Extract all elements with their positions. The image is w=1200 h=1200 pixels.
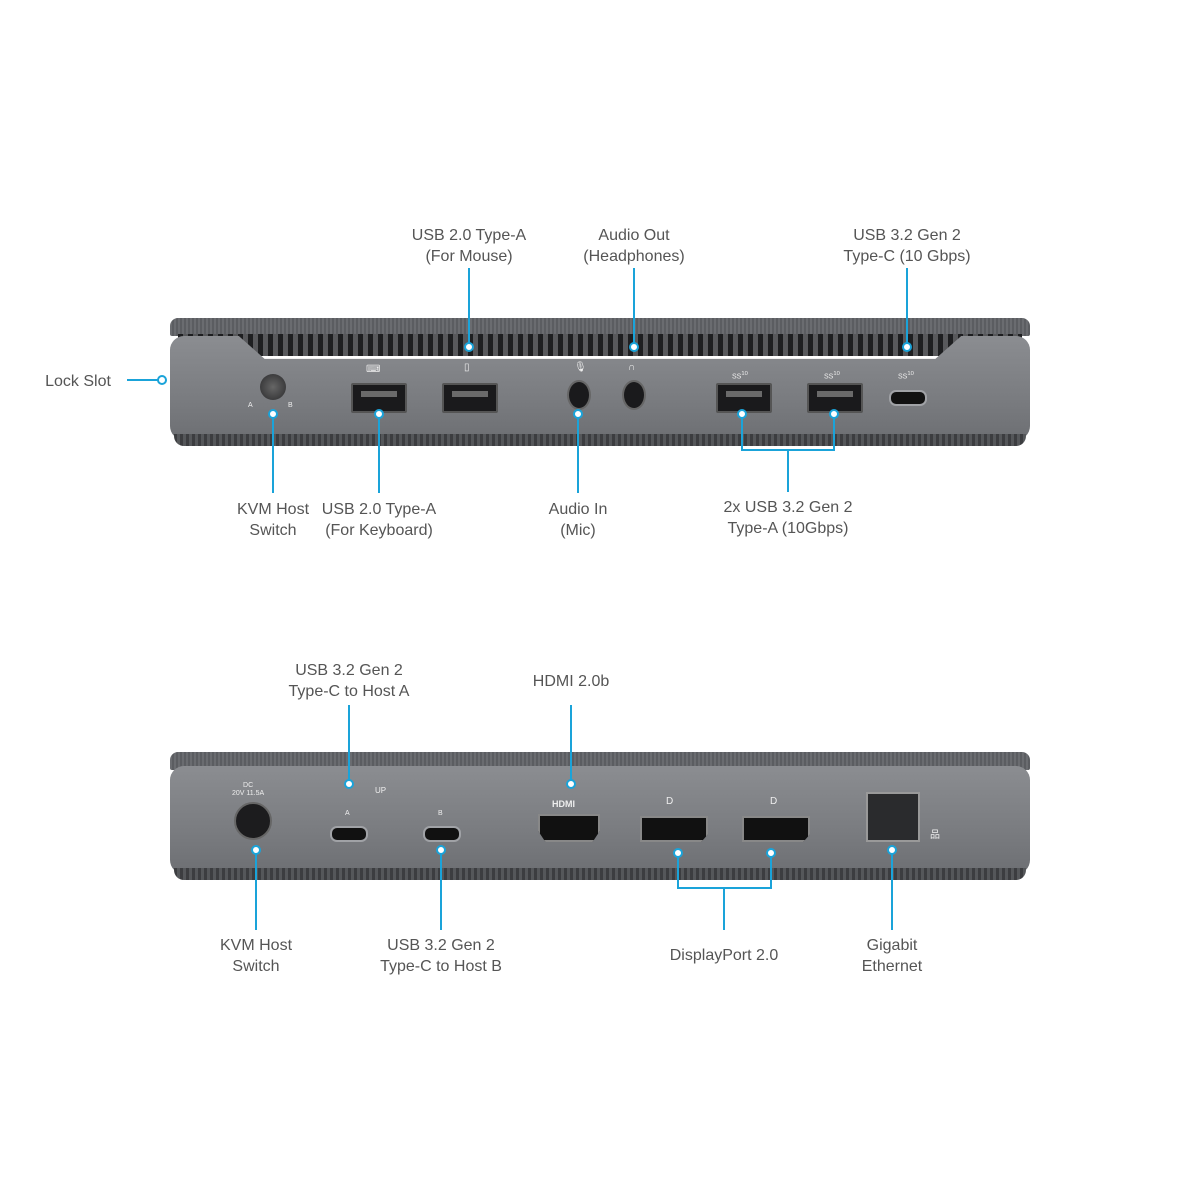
host-b-mark: B xyxy=(438,810,443,817)
label-displayport: DisplayPort 2.0 xyxy=(669,947,779,964)
audio-out-jack xyxy=(622,380,646,410)
dc-power-jack xyxy=(234,802,272,840)
host-a-mark: A xyxy=(248,402,253,409)
usb2-keyboard-port xyxy=(351,383,407,413)
host-b-mark: B xyxy=(288,402,293,409)
label-audio-in: Audio In(Mic) xyxy=(548,501,608,539)
host-a-mark: A xyxy=(345,810,350,817)
kvm-switch-button xyxy=(260,374,286,400)
base-feet xyxy=(174,868,1026,880)
label-hdmi: HDMI 2.0b xyxy=(532,673,610,690)
label-audio-out: Audio Out(Headphones) xyxy=(583,227,685,265)
mouse-icon: ▯ xyxy=(464,362,470,373)
label-lock-slot: Lock Slot xyxy=(45,373,111,390)
keyboard-icon: ⌨ xyxy=(366,364,381,375)
label-usb2-keyboard: USB 2.0 Type-A(For Keyboard) xyxy=(321,501,437,539)
displayport-icon: D xyxy=(770,796,778,807)
usb-c-10g-port xyxy=(889,390,927,406)
label-usb2-mouse: USB 2.0 Type-A(For Mouse) xyxy=(411,227,527,265)
dock-front-view: A B ⌨ ▯ 🎙︎ ∩ SS10 SS10 SS10 xyxy=(170,318,1030,446)
ss10-mark: SS10 xyxy=(898,371,914,381)
displayport-icon: D xyxy=(666,796,674,807)
vent-grille xyxy=(178,334,1022,356)
usb-c-host-b-port xyxy=(423,826,461,842)
ss10-mark: SS10 xyxy=(732,371,748,381)
hdmi-logo: HDMI xyxy=(552,799,575,809)
usb-c-host-a-port xyxy=(330,826,368,842)
displayport-1 xyxy=(640,816,708,842)
audio-in-jack xyxy=(567,380,591,410)
ss10-mark: SS10 xyxy=(824,371,840,381)
headphones-icon: ∩ xyxy=(628,362,636,373)
displayport-2 xyxy=(742,816,810,842)
mic-icon: 🎙︎ xyxy=(574,362,587,373)
ethernet-port xyxy=(866,792,920,842)
top-cover xyxy=(170,752,1030,770)
usb2-mouse-port xyxy=(442,383,498,413)
base-feet xyxy=(174,434,1026,446)
top-cover xyxy=(170,318,1030,336)
up-label: UP xyxy=(375,786,387,795)
hdmi-port xyxy=(538,814,600,842)
network-icon: 品 xyxy=(930,830,940,841)
usb-a-10g-port-1 xyxy=(716,383,772,413)
